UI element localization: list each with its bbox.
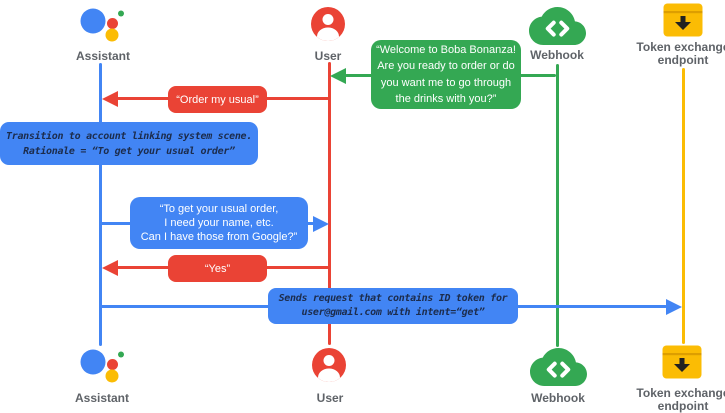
token-endpoint-label-line2: endpoint [657,53,709,67]
note-line: Rationale = “To get your usual order” [23,145,235,157]
webhook-label-bottom: Webhook [531,391,585,405]
token-endpoint-label-bottom: Token exchange endpoint [633,387,725,413]
note-line: Transition to account linking system sce… [6,130,252,142]
user-icon [311,7,345,41]
welcome-arrowhead [330,68,346,84]
token-endpoint-icon [663,3,703,37]
order-usual-bubble: “Order my usual” [168,86,267,113]
user-lifeline [328,62,331,345]
assistant-lifeline [99,63,102,346]
bubble-line: Can I have those from Google?” [140,231,298,243]
bubble-line: “Order my usual” [176,93,259,106]
welcome-bubble: “Welcome to Boba Bonanza! Are you ready … [371,40,521,109]
bubble-line: the drinks with you?” [395,93,497,105]
sends-request-note: Sends request that contains ID token for… [268,288,518,324]
transition-note: Transition to account linking system sce… [0,122,258,165]
webhook-cloud-icon [530,348,587,386]
token-endpoint-label-line1: Token exchange [636,386,725,400]
token-endpoint-lifeline [682,68,685,344]
user-label-bottom: User [316,391,344,405]
token-endpoint-icon [662,345,702,379]
assistant-label-top: Assistant [75,49,131,63]
bubble-line: you want me to go through [380,76,512,89]
google-assistant-icon [80,8,124,42]
token-endpoint-label-line2: endpoint [657,399,709,413]
order-usual-arrowhead [102,91,118,107]
yes-bubble: “Yes” [168,255,267,282]
google-assistant-icon [80,349,124,383]
user-label-top: User [314,49,342,63]
bubble-line: I need your name, etc. [164,217,274,229]
webhook-label-top: Webhook [530,48,584,62]
bubble-line: “Welcome to Boba Bonanza! [376,43,516,56]
token-endpoint-label-line1: Token exchange [636,40,725,54]
bubble-line: “Yes” [204,262,231,275]
user-icon [312,348,346,382]
yes-arrowhead [102,260,118,276]
webhook-lifeline [556,64,559,347]
webhook-cloud-icon [529,7,586,45]
note-line: user@gmail.com with intent=“get” [301,307,485,318]
get-order-arrowhead [313,216,329,232]
note-line: Sends request that contains ID token for [278,293,508,304]
sends-request-arrowhead [666,299,682,315]
assistant-label-bottom: Assistant [74,391,130,405]
bubble-line: Are you ready to order or do [377,60,515,72]
bubble-line: “To get your usual order, [159,203,279,215]
get-order-bubble: “To get your usual order, I need your na… [130,197,308,249]
token-endpoint-label-top: Token exchange endpoint [633,41,725,67]
